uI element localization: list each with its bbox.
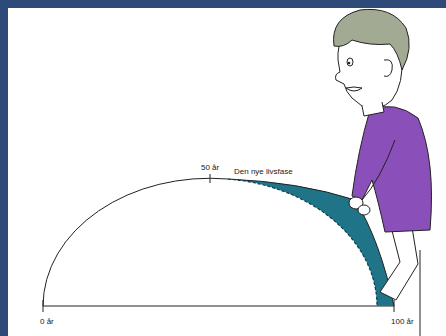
stretched-edge: [228, 179, 394, 306]
phase-label: Den nye livsfase: [234, 168, 293, 176]
age-label: 50 år: [201, 164, 219, 172]
tick: [210, 174, 211, 183]
baseline: [43, 306, 394, 307]
stretched-region: [228, 179, 394, 306]
eye: [347, 58, 353, 66]
original-arc-dashed: [228, 179, 377, 306]
leg: [420, 250, 421, 336]
ear: [384, 60, 392, 77]
age-label: 0 år: [40, 318, 54, 326]
life-arc-illustration: [8, 8, 446, 336]
pupil: [348, 62, 351, 65]
white-panel: 0 år 50 år Den nye livsfase 100 år: [8, 8, 446, 336]
arm: [362, 140, 395, 200]
life-arc: [43, 178, 228, 306]
neck: [362, 102, 384, 116]
age-label: 100 år: [391, 318, 414, 326]
hand: [358, 205, 370, 215]
hair: [334, 9, 410, 70]
sweater: [352, 106, 432, 232]
mouth: [346, 87, 362, 91]
